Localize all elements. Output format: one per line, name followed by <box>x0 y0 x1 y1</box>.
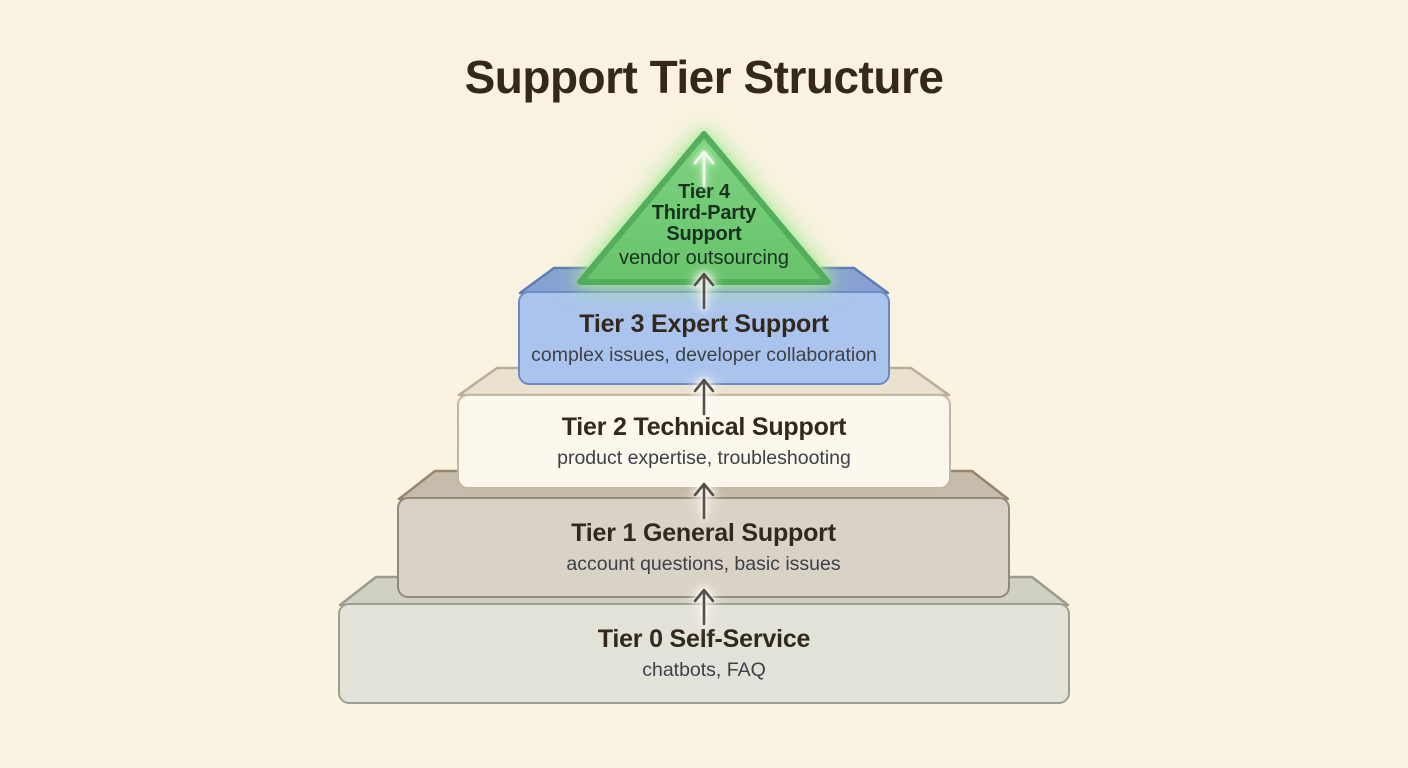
tier-4-description: vendor outsourcing <box>618 247 790 269</box>
arrow-up-icon <box>693 482 715 520</box>
tier-0-description: chatbots, FAQ <box>642 659 766 682</box>
arrow-up-icon <box>693 378 715 416</box>
tier-3-description: complex issues, developer collaboration <box>531 343 877 366</box>
tier-2-description: product expertise, troubleshooting <box>557 447 851 470</box>
tier-4-label-line-3: Support <box>666 223 742 245</box>
page-title: Support Tier Structure <box>464 51 944 103</box>
tier-1-description: account questions, basic issues <box>566 553 841 576</box>
tier-0-label: Tier 0 Self-Service <box>597 625 811 654</box>
tier-2-label: Tier 2 Technical Support <box>561 413 847 442</box>
tier-1-label: Tier 1 General Support <box>571 519 836 548</box>
arrow-up-icon <box>693 588 715 626</box>
arrow-up-icon <box>693 150 715 188</box>
tier-4-label-line-2: Third-Party <box>651 202 757 224</box>
arrow-up-icon <box>693 272 715 310</box>
tier-3-label: Tier 3 Expert Support <box>579 309 829 338</box>
tier-4-text: Tier 4 Third-Party Support vendor outsou… <box>548 112 860 269</box>
